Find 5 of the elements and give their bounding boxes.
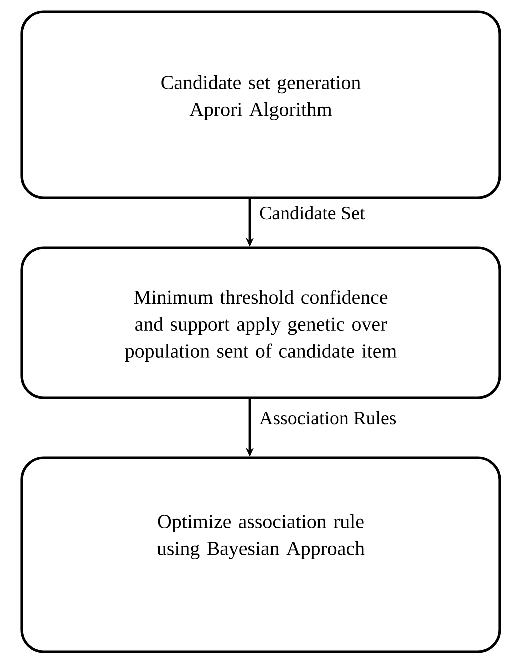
process-box: Candidate set generation Aprori Algorithm (20, 10, 502, 200)
edge-label: Association Rules (260, 411, 396, 425)
process-box: Minimum threshold confidence and support apply genetic over population sent of candidate item (20, 246, 502, 400)
process-box: Optimize association rule using Bayesian Approach (20, 456, 502, 654)
edge-label: Candidate Set (260, 206, 366, 220)
